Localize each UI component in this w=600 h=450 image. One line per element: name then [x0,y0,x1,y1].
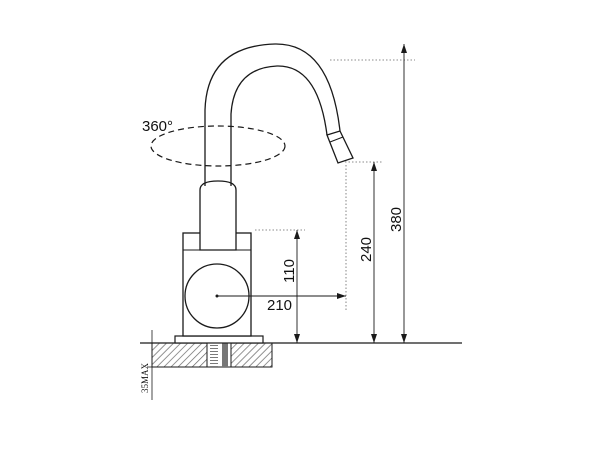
countertop [140,342,462,368]
spout [204,43,354,186]
dimension-210: 210 [215,293,346,314]
dimension-240-label: 240 [358,237,375,262]
dimension-110-label: 110 [281,259,298,283]
faucet-base [174,335,264,344]
rotation-label: 360° [142,118,173,135]
rotation-indicator: 360° [142,118,286,167]
aerator [326,130,354,164]
dimension-380: 380 [330,44,415,343]
mount-thickness-label: 35MAX [140,362,150,393]
dimension-380-label: 380 [388,207,405,232]
faucet-body [182,180,252,337]
mount-thickness-dimension: 35MAX [140,330,157,400]
dimension-210-label: 210 [267,297,292,314]
dimension-240: 240 [345,161,382,343]
dimension-110: 110 [255,229,305,343]
